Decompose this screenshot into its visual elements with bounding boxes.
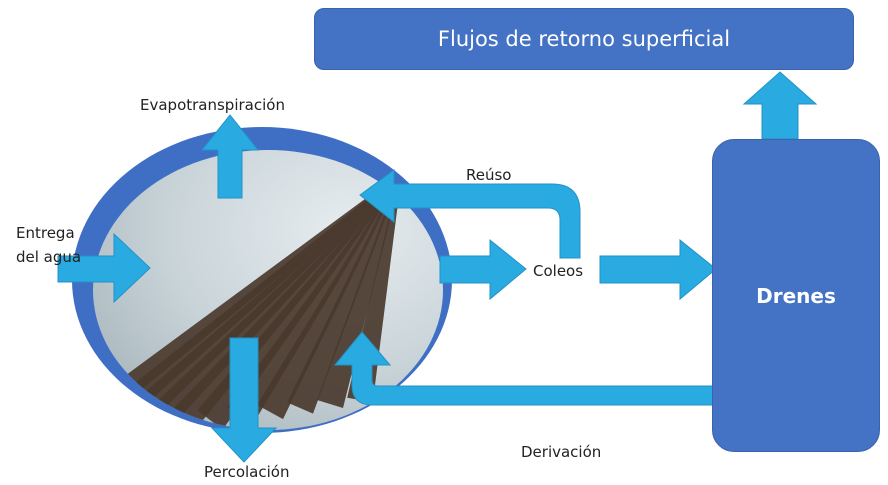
field-illustration bbox=[72, 127, 452, 433]
reuse-arrow bbox=[359, 169, 581, 259]
drains-label: Drenes bbox=[756, 283, 836, 308]
evapotranspiration-label: Evapotranspiración bbox=[140, 96, 285, 114]
furrow-row bbox=[317, 174, 402, 408]
percolation-arrow bbox=[210, 337, 278, 463]
field-to-tailwater-arrow bbox=[439, 238, 527, 301]
evapotranspiration-arrow bbox=[200, 114, 260, 199]
water-delivery-label-line2: del agua bbox=[16, 248, 82, 266]
bypass-arrow bbox=[333, 331, 745, 406]
percolation-label: Percolación bbox=[204, 463, 290, 481]
reuse-label: Reúso bbox=[466, 166, 512, 184]
surface-return-flow-box: Flujos de retorno superficial bbox=[314, 8, 854, 70]
drains-box: Drenes bbox=[712, 139, 880, 452]
water-delivery-label-line1: Entrega bbox=[16, 224, 75, 242]
furrow-row bbox=[227, 174, 402, 425]
tailwater-label: Coleos bbox=[533, 262, 584, 280]
furrow-row bbox=[168, 174, 402, 430]
water-delivery-arrow bbox=[57, 232, 151, 304]
surface-return-flow-label: Flujos de retorno superficial bbox=[437, 27, 731, 51]
flow-arrows bbox=[57, 71, 818, 463]
furrow-row bbox=[257, 174, 402, 420]
tailwater-to-drains-arrow bbox=[599, 238, 717, 301]
bypass-label: Derivación bbox=[521, 443, 602, 461]
furrow-row bbox=[287, 174, 402, 414]
drains-to-return-flow-arrow bbox=[742, 71, 818, 140]
field-furrows bbox=[93, 173, 402, 430]
